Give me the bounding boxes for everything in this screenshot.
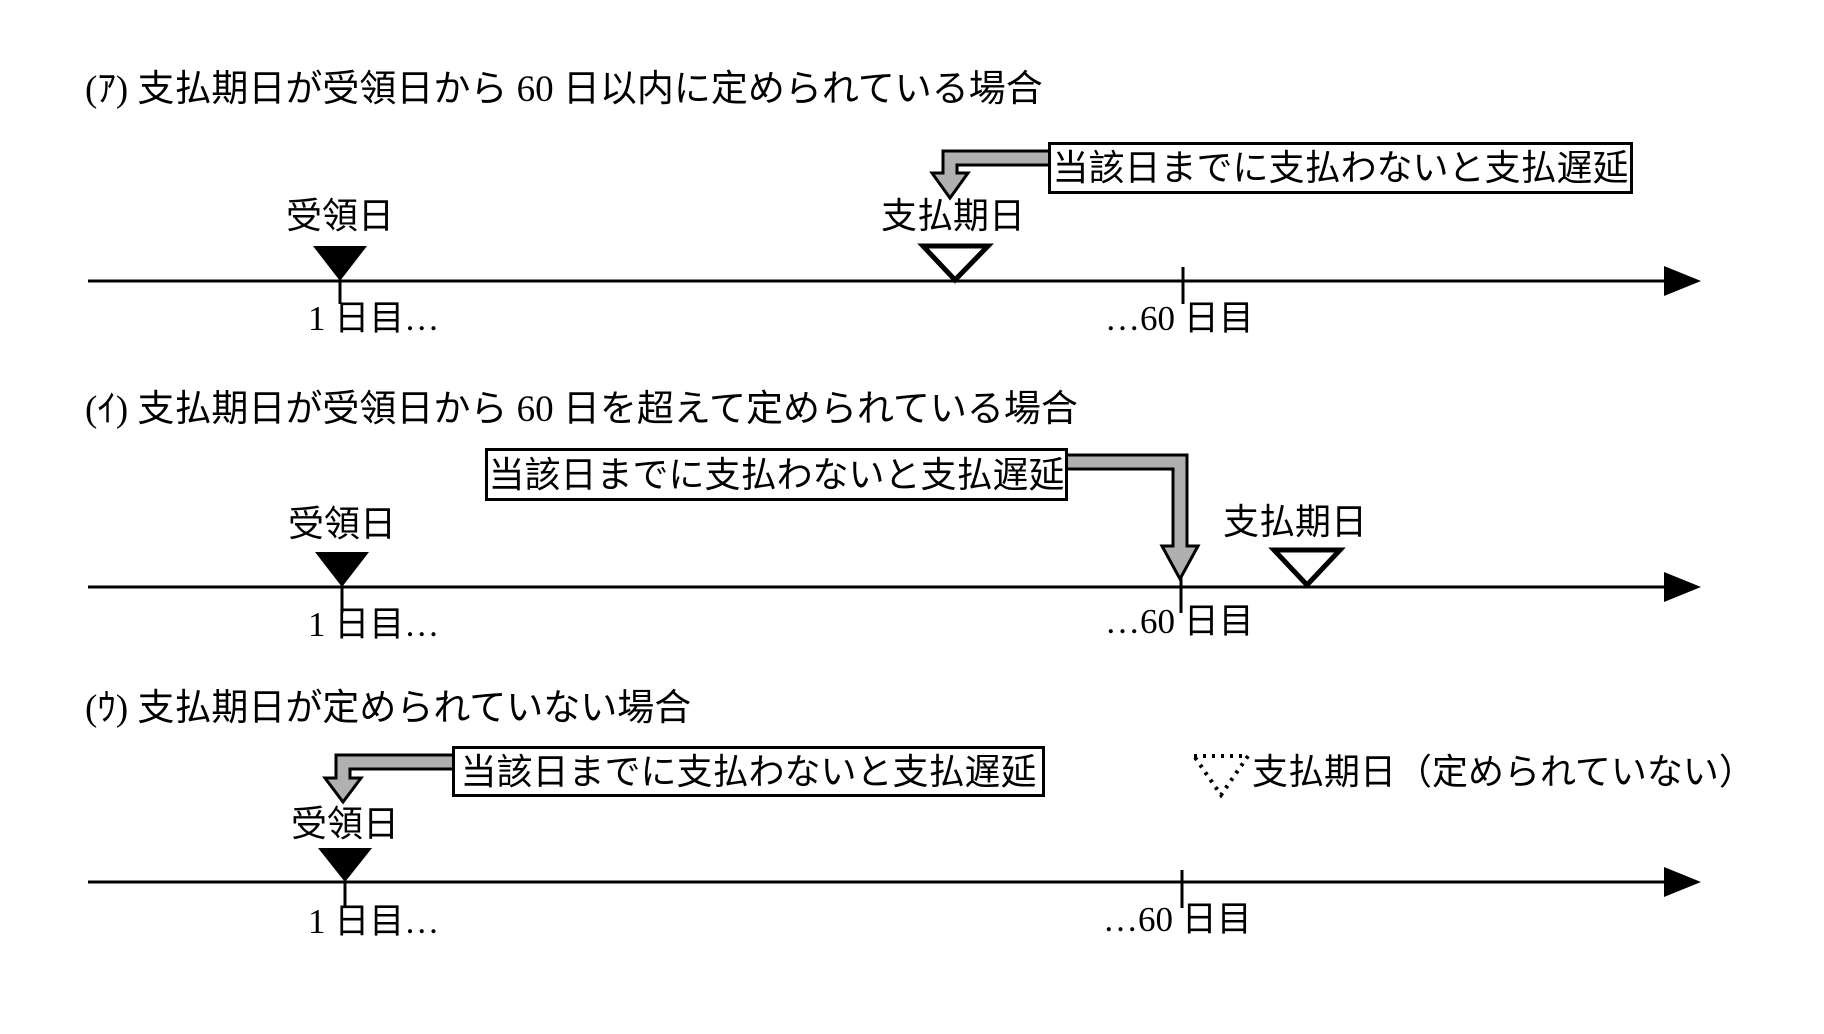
section-c-heading: (ｳ) 支払期日が定められていない場合 bbox=[85, 688, 692, 729]
receipt-marker-icon bbox=[318, 848, 372, 882]
due-date-label: 支払期日 bbox=[880, 196, 1026, 236]
timeline-arrowhead-icon bbox=[1664, 572, 1701, 602]
callout-arrow-icon bbox=[929, 149, 1052, 201]
timeline-arrowhead-icon bbox=[1664, 867, 1701, 897]
day1-label: 1 日目… bbox=[308, 902, 440, 941]
day60-label: …60 日目 bbox=[1105, 602, 1254, 641]
undefined-due-marker-icon bbox=[1190, 754, 1252, 799]
day60-label: …60 日目 bbox=[1105, 299, 1254, 338]
section-b-callout-box: 当該日までに支払わないと支払遅延 bbox=[485, 448, 1068, 501]
day1-label: 1 日目… bbox=[308, 605, 440, 644]
due-marker-icon bbox=[917, 243, 994, 284]
day1-label: 1 日目… bbox=[308, 299, 440, 338]
section-b-heading: (ｲ) 支払期日が受領日から 60 日を超えて定められている場合 bbox=[85, 389, 1078, 430]
receipt-marker-icon bbox=[315, 552, 369, 587]
section-a-callout-box: 当該日までに支払わないと支払遅延 bbox=[1048, 142, 1633, 194]
due-marker-icon bbox=[1268, 547, 1346, 589]
due-date-label: 支払期日 bbox=[1222, 502, 1368, 542]
day60-label: …60 日目 bbox=[1103, 900, 1252, 939]
section-c-callout-box: 当該日までに支払わないと支払遅延 bbox=[452, 746, 1045, 797]
undefined-due-legend-label: 支払期日（定められていない） bbox=[1252, 752, 1755, 792]
receipt-date-label: 受領日 bbox=[287, 504, 397, 544]
callout-arrow-icon bbox=[1064, 453, 1201, 583]
receipt-date-label: 受領日 bbox=[290, 804, 400, 844]
section-a-heading: (ｱ) 支払期日が受領日から 60 日以内に定められている場合 bbox=[85, 69, 1043, 110]
callout-arrow-icon bbox=[322, 753, 456, 805]
timeline-arrowhead-icon bbox=[1664, 266, 1701, 296]
receipt-marker-icon bbox=[313, 246, 367, 281]
receipt-date-label: 受領日 bbox=[285, 196, 395, 236]
